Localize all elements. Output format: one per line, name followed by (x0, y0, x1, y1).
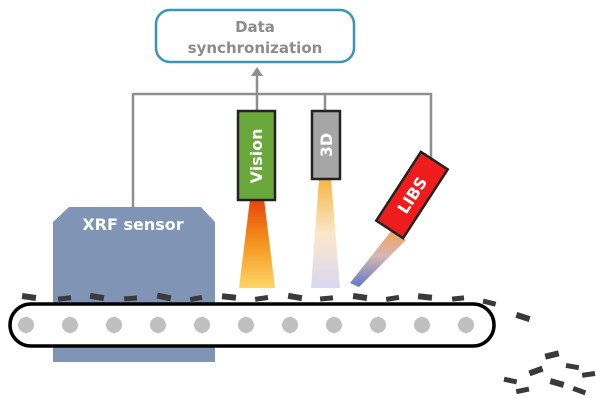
vision-beam (239, 199, 275, 288)
fragment (189, 294, 203, 302)
three-d-beam (311, 179, 340, 288)
fragment (254, 295, 269, 302)
three-d-label: 3D (317, 133, 336, 157)
fragment (123, 295, 138, 302)
fragment (417, 293, 433, 301)
wiring (131, 74, 433, 208)
sync-label-line2: synchronization (188, 39, 323, 57)
fragment (319, 295, 334, 302)
roller (106, 317, 122, 333)
arrow-up-icon (251, 67, 263, 76)
fragment (544, 350, 560, 360)
material-fragments (21, 292, 596, 396)
roller (150, 317, 166, 333)
vision-sensor: Vision (236, 109, 277, 288)
sync-label-line1: Data (235, 18, 275, 36)
fragment (515, 386, 530, 395)
roller (414, 317, 430, 333)
fragment (503, 376, 518, 385)
fragment (581, 371, 596, 378)
roller (238, 317, 254, 333)
roller (458, 317, 474, 333)
fragment (89, 292, 105, 302)
roller (370, 317, 386, 333)
fragment (482, 298, 497, 307)
xrf-sensor-label: XRF sensor (82, 215, 183, 234)
fragment (352, 293, 368, 301)
data-synchronization-box: Data synchronization (154, 8, 356, 64)
three-d-sensor: 3D (310, 109, 342, 288)
fragment (528, 365, 544, 377)
roller (282, 317, 298, 333)
vision-label: Vision (247, 129, 266, 184)
roller (194, 317, 210, 333)
conveyor-belt (8, 302, 496, 348)
fragment (515, 311, 531, 323)
roller (326, 317, 342, 333)
rollers (18, 317, 474, 333)
fragment (451, 295, 465, 302)
fragment (21, 293, 37, 301)
fragment (549, 378, 565, 388)
fragment (221, 293, 237, 301)
fragment (156, 292, 172, 302)
fragment (385, 294, 400, 302)
roller (18, 317, 34, 333)
fragment (572, 386, 587, 396)
fragment (565, 362, 580, 371)
libs-beam (350, 230, 406, 287)
fragment (287, 292, 303, 302)
libs-sensor: LIBS (350, 150, 450, 287)
fragment (57, 295, 72, 302)
roller (62, 317, 78, 333)
